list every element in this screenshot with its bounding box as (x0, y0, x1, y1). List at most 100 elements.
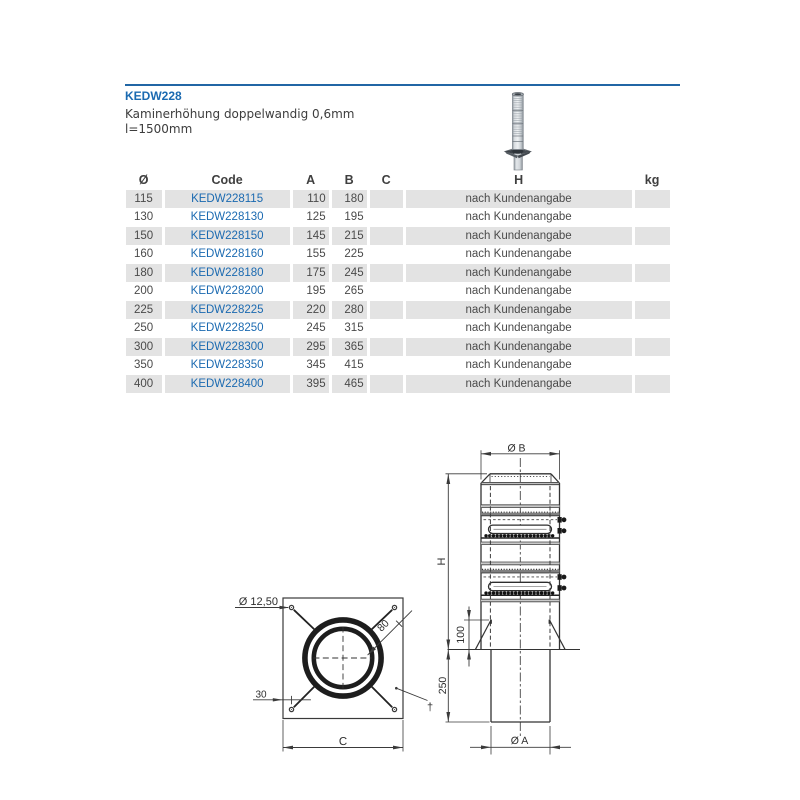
product-code-link[interactable]: KEDW228200 (190, 285, 264, 298)
product-code-link[interactable]: KEDW228300 (190, 340, 264, 353)
cell-b: 265 (344, 285, 364, 298)
cell-c (370, 209, 403, 227)
cell-a: 345 (306, 359, 326, 372)
label-100: 100 (455, 626, 467, 644)
cell-kg (634, 264, 670, 282)
side-cap (480, 473, 560, 486)
cell-b: 245 (331, 264, 367, 282)
cell-kg (635, 357, 670, 375)
cell-diameter: 400 (125, 375, 162, 393)
cell-diameter: 115 (125, 190, 162, 208)
cell-h: nach Kundenangabe (465, 285, 572, 298)
header-rule (125, 84, 680, 86)
cell-b: 365 (331, 338, 367, 356)
cell-h: nach Kundenangabe (465, 211, 572, 224)
cell-code: KEDW228160 (165, 246, 290, 264)
cell-h: nach Kundenangabe (465, 322, 572, 335)
cell-b: 215 (331, 227, 367, 245)
cell-b: 180 (331, 190, 367, 208)
cell-code: KEDW228150 (164, 227, 290, 245)
cell-c (369, 227, 403, 245)
footnote-leader (395, 686, 428, 701)
product-code-link[interactable]: KEDW228115 (191, 192, 264, 205)
label-c: C (339, 736, 347, 748)
cell-b: 225 (344, 248, 364, 261)
label-diameter-b: Ø B (507, 443, 525, 455)
cell-code: KEDW228115 (164, 190, 290, 208)
cell-c (370, 246, 403, 264)
cell-b: 465 (331, 375, 367, 393)
cell-c (369, 338, 403, 356)
column-header-b: B (344, 173, 354, 187)
cell-c (370, 357, 403, 375)
cell-diameter: 160 (134, 248, 154, 261)
cell-diameter: 350 (134, 359, 154, 372)
column-header-dia: Ø (138, 173, 149, 187)
photo-lower-pipe (513, 155, 523, 171)
cell-a: 295 (292, 338, 329, 356)
cell-c (369, 264, 403, 282)
label-hole-diameter: Ø 12,50 (239, 596, 278, 608)
cell-code: KEDW228300 (164, 338, 290, 356)
cell-a: 245 (306, 322, 326, 335)
top-center-lines (313, 626, 372, 689)
description-line-1: Kaminerhöhung doppelwandig 0,6mm (125, 107, 355, 121)
drawing-top-view (235, 597, 428, 752)
product-code-link[interactable]: KEDW228160 (190, 248, 264, 261)
cell-b: 195 (344, 211, 364, 224)
label-footnote-mark: † (427, 702, 433, 714)
cell-b: 415 (344, 359, 364, 372)
column-header-kg: kg (644, 173, 660, 187)
cell-a: 125 (306, 211, 326, 224)
product-code-link[interactable]: KEDW228225 (190, 303, 264, 316)
drawing-side-view (445, 450, 580, 755)
cell-code: KEDW228180 (164, 264, 290, 282)
product-code-link[interactable]: KEDW228350 (190, 359, 264, 372)
cell-diameter: 130 (134, 211, 154, 224)
dim-30 (253, 695, 311, 705)
cell-a: 195 (306, 285, 326, 298)
cell-a: 110 (292, 190, 329, 208)
product-code-link[interactable]: KEDW228250 (190, 322, 264, 335)
cell-kg (635, 283, 670, 301)
cell-h: nach Kundenangabe (465, 248, 572, 261)
cell-code: KEDW228400 (164, 375, 290, 393)
product-code-link[interactable]: KEDW228130 (190, 211, 264, 224)
dim-250 (445, 649, 490, 723)
product-code-link[interactable]: KEDW228180 (190, 266, 264, 279)
table-row: 130 KEDW228130 125 195 nach Kundenangabe (126, 209, 670, 227)
cell-h: nach Kundenangabe (405, 190, 632, 208)
side-lower-pipe (490, 649, 551, 723)
column-header-c: C (381, 173, 391, 187)
label-h: H (436, 557, 448, 565)
label-250: 250 (437, 677, 449, 695)
top-bolt-holes (288, 604, 398, 713)
top-outer-ring (302, 617, 384, 699)
cell-code: KEDW228250 (165, 320, 290, 338)
side-gussets (474, 619, 566, 650)
column-header-a: A (306, 173, 316, 187)
product-code-link[interactable]: KEDW228400 (190, 377, 264, 390)
cell-c (369, 190, 403, 208)
dim-hole-diameter (235, 605, 290, 610)
product-code-link[interactable]: KEDW228150 (190, 229, 264, 242)
cell-code: KEDW228200 (165, 283, 290, 301)
dim-80 (367, 610, 413, 656)
cell-kg (635, 209, 670, 227)
column-header-code: Code (211, 173, 243, 187)
photo-threaded-rod (511, 92, 524, 150)
clamp-band (481, 504, 567, 545)
label-diameter-a: Ø A (511, 735, 529, 747)
label-80: 80 (375, 617, 392, 634)
cell-diameter: 150 (125, 227, 162, 245)
cell-a: 175 (292, 264, 329, 282)
